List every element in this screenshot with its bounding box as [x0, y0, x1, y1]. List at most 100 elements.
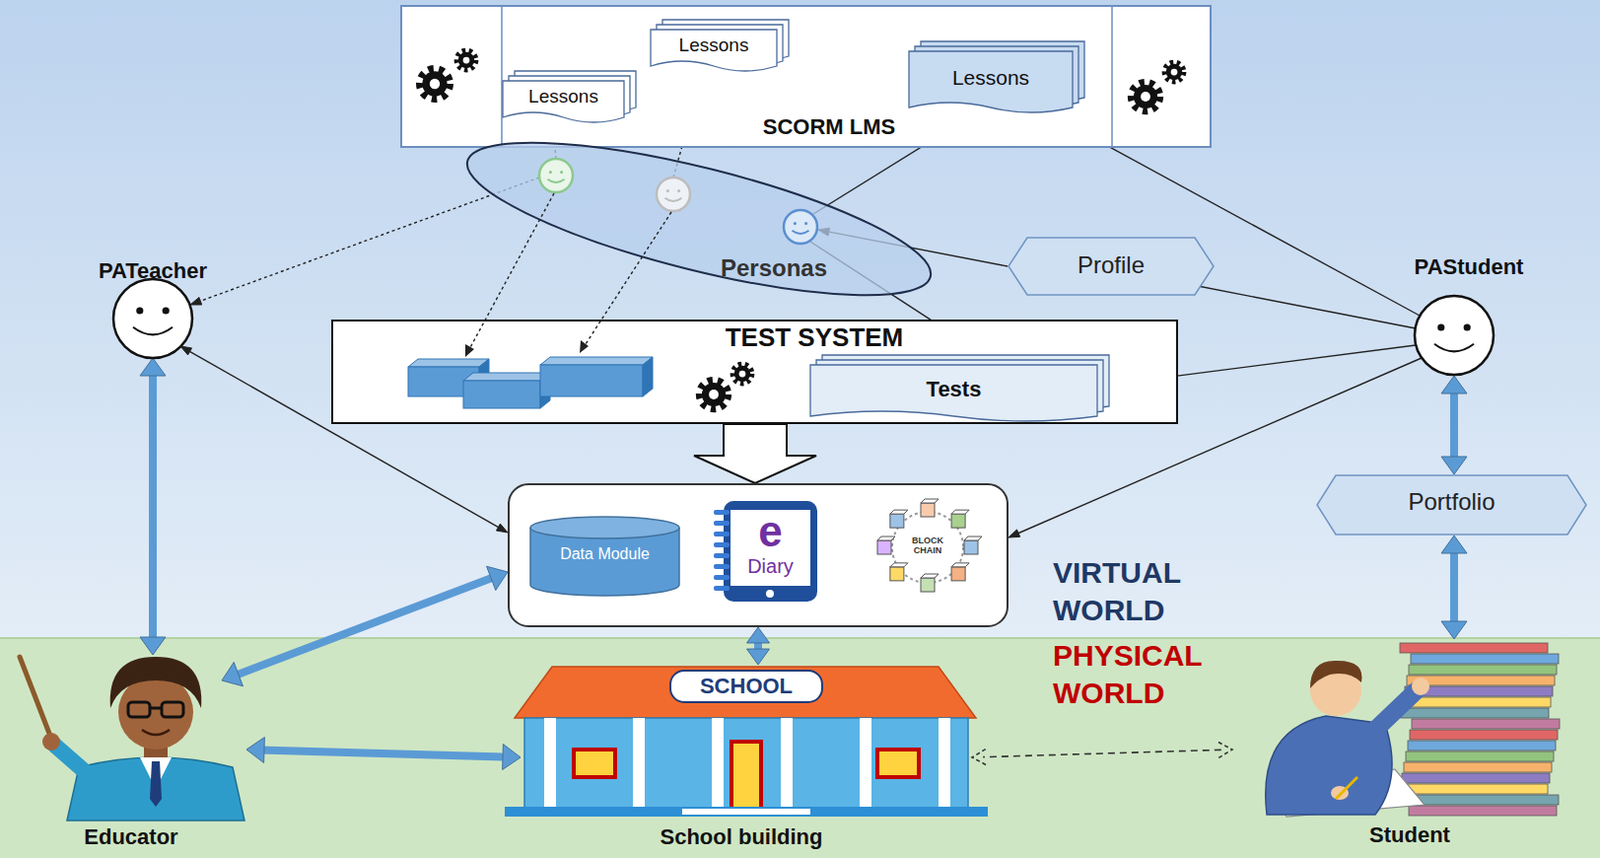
- drawing-rect: [713, 531, 730, 537]
- node-text: Diary: [730, 555, 811, 578]
- arrow-head: [139, 636, 166, 655]
- ediary-icon: eDiary: [694, 497, 837, 607]
- drawing-rect: [920, 502, 935, 517]
- drawing-rect: [890, 513, 905, 528]
- node-text: Portfolio: [1340, 487, 1563, 516]
- connector: [221, 565, 508, 687]
- drawing-rect: [1407, 740, 1556, 751]
- drawing-polygon: [920, 498, 939, 503]
- drawing-use: [1164, 62, 1184, 82]
- drawing-polygon: [877, 536, 896, 541]
- drawing-line: [149, 706, 162, 710]
- connector-line: [234, 576, 494, 676]
- drawing-rect: [1399, 783, 1548, 794]
- drawing-circle: [136, 306, 143, 314]
- drawing-path: [502, 80, 625, 123]
- drawing-circle: [804, 221, 808, 225]
- node-text: Data Module: [538, 545, 672, 563]
- arrow-head: [486, 565, 508, 590]
- drawing-rect: [573, 749, 616, 777]
- world-label: VIRTUAL WORLD: [1052, 554, 1251, 629]
- drawing-use: [1131, 82, 1161, 112]
- drawing-rect: [964, 540, 978, 555]
- school-building: SCHOOLSchool building: [485, 658, 1006, 853]
- arrow-head: [190, 296, 203, 305]
- connector-line: [198, 177, 540, 302]
- connector: [694, 423, 817, 484]
- node-text: Lessons: [502, 85, 625, 108]
- drawing-line: [19, 656, 54, 744]
- pastudent-avatar: PAStudent: [1394, 254, 1543, 379]
- arrow-head: [1218, 741, 1233, 758]
- drawing-rect: [938, 717, 951, 809]
- drawing-rect: [713, 542, 730, 548]
- data-module-cylinder: Data Module: [528, 515, 682, 597]
- drawing-path: [548, 179, 565, 183]
- node-text: Tests: [810, 376, 1098, 402]
- node-text: TEST SYSTEM: [656, 323, 973, 353]
- drawing-rect: [524, 717, 969, 809]
- portfolio-hexagon: Portfolio: [1316, 474, 1588, 536]
- connector-line: [982, 749, 1222, 757]
- lesson-stack: Lessons: [502, 70, 636, 126]
- student-figure: Student: [1227, 630, 1568, 853]
- node-text: Lessons: [650, 34, 777, 57]
- drawing-ellipse: [530, 516, 680, 539]
- educator-figure: Educator: [7, 650, 255, 853]
- node-text: Lessons: [908, 66, 1073, 90]
- drawing-polygon: [890, 562, 908, 567]
- drawing-g: [408, 356, 653, 409]
- drawing-polygon: [951, 562, 970, 567]
- drawing-rect: [1409, 729, 1558, 740]
- drawing-rect: [1399, 642, 1548, 653]
- arrow-head: [246, 737, 265, 764]
- drawing-rect: [1408, 805, 1557, 816]
- connector: [190, 177, 540, 305]
- connector: [139, 357, 166, 655]
- drawing-circle: [113, 278, 193, 358]
- arrow-head: [1441, 535, 1467, 554]
- drawing-rect: [161, 701, 184, 717]
- drawing-rect: [682, 808, 811, 815]
- drawing-rect: [713, 509, 730, 515]
- personas-ellipse-outline: [453, 142, 947, 306]
- arrow-head: [972, 749, 986, 766]
- pateacher-avatar: PATeacher: [83, 258, 222, 362]
- lesson-stack: Lessons: [908, 41, 1085, 116]
- drawing-rect: [713, 585, 730, 591]
- drawing-rect: [504, 806, 988, 817]
- drawing-rect: [1410, 653, 1559, 664]
- lesson-stack: Lessons: [650, 19, 789, 74]
- drawing-path: [1375, 690, 1417, 730]
- drawing-line: [468, 193, 555, 351]
- drawing-rect: [951, 566, 966, 581]
- drawing-rect: [723, 500, 818, 602]
- drawing-circle: [793, 221, 797, 225]
- drawing-path: [141, 729, 170, 735]
- node-text: PATeacher: [83, 258, 222, 283]
- scorm-lms-panel: SCORM LMSLessonsLessonsLessons: [400, 4, 1212, 148]
- platform-box: Data ModuleeDiaryBLOCK CHAIN: [507, 483, 1009, 627]
- drawing-path: [665, 198, 683, 202]
- drawing-circle: [539, 158, 573, 193]
- drawing-polygon: [1317, 475, 1587, 535]
- drawing-use: [699, 380, 729, 410]
- drawing-path: [55, 745, 87, 773]
- drawing-circle: [765, 589, 774, 598]
- drawing-path: [1296, 749, 1336, 791]
- drawing-rect: [877, 749, 919, 777]
- drawing-rect: [1405, 751, 1554, 762]
- arrow-head: [1008, 529, 1021, 538]
- student-figure-outline: [1227, 630, 1568, 853]
- drawing-rect: [1410, 794, 1559, 805]
- block-arrow: [694, 423, 817, 484]
- drawing-rect: [401, 5, 1211, 147]
- node-text: Student: [1325, 822, 1494, 847]
- drawing-line: [583, 211, 672, 348]
- drawing-path: [810, 364, 1098, 421]
- connector-line: [260, 749, 506, 757]
- arrow-head: [746, 648, 769, 665]
- personas-ellipse: Personas: [453, 142, 947, 306]
- drawing-rect: [632, 717, 645, 809]
